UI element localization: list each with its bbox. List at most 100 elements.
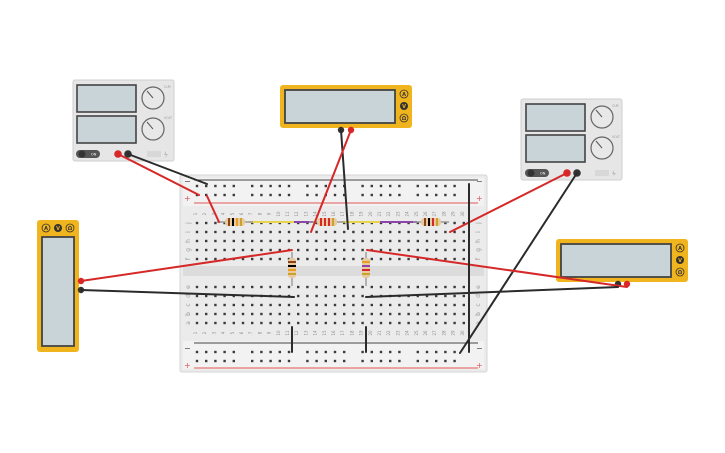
terminal-hole[interactable] (306, 248, 309, 252)
terminal-hole[interactable] (389, 257, 392, 261)
rail-hole[interactable] (205, 184, 208, 188)
rail-hole[interactable] (435, 359, 438, 363)
rail-hole[interactable] (333, 359, 337, 363)
rail-hole[interactable] (416, 184, 419, 188)
terminal-hole[interactable] (269, 248, 272, 252)
terminal-hole[interactable] (287, 312, 291, 316)
rail-hole[interactable] (214, 359, 217, 363)
rail-hole[interactable] (232, 184, 235, 188)
terminal-hole[interactable] (287, 321, 291, 325)
terminal-hole[interactable] (306, 257, 309, 261)
terminal-hole[interactable] (241, 285, 245, 289)
terminal-hole[interactable] (343, 312, 346, 316)
terminal-hole[interactable] (232, 285, 235, 289)
terminal-hole[interactable] (435, 248, 438, 252)
terminal-hole[interactable] (324, 303, 327, 307)
rail-hole[interactable] (389, 193, 392, 197)
rail-hole[interactable] (343, 359, 346, 363)
rail-hole[interactable] (251, 193, 254, 197)
multimeter-left[interactable]: A V Ω (37, 220, 85, 352)
wire-red[interactable] (206, 195, 220, 223)
terminal-hole[interactable] (361, 285, 364, 289)
terminal-hole[interactable] (370, 312, 373, 316)
terminal-hole[interactable] (324, 294, 327, 298)
terminal-hole[interactable] (205, 248, 208, 252)
terminal-hole[interactable] (416, 312, 419, 316)
terminal-hole[interactable] (398, 239, 401, 243)
terminal-hole[interactable] (241, 312, 245, 316)
rail-hole[interactable] (324, 359, 327, 363)
terminal-hole[interactable] (379, 303, 383, 307)
rail-hole[interactable] (444, 193, 447, 197)
rail-hole[interactable] (306, 184, 309, 188)
terminal-hole[interactable] (407, 312, 410, 316)
terminal-hole[interactable] (407, 321, 410, 325)
terminal-hole[interactable] (398, 230, 401, 234)
terminal-hole[interactable] (352, 303, 355, 307)
terminal-hole[interactable] (343, 303, 346, 307)
terminal-hole[interactable] (352, 257, 355, 261)
wire-black[interactable] (340, 129, 349, 230)
amp-mode-button[interactable] (675, 243, 685, 253)
terminal-hole[interactable] (333, 303, 337, 307)
terminal-hole[interactable] (232, 230, 235, 234)
volt-mode-button[interactable] (54, 224, 62, 232)
terminal-hole[interactable] (444, 294, 447, 298)
rail-hole[interactable] (379, 184, 383, 188)
rail-hole[interactable] (361, 359, 364, 363)
terminal-hole[interactable] (251, 239, 254, 243)
terminal-hole[interactable] (389, 248, 392, 252)
rail-hole[interactable] (223, 184, 226, 188)
terminal-hole[interactable] (251, 248, 254, 252)
terminal-hole[interactable] (214, 257, 217, 261)
rail-hole[interactable] (214, 350, 217, 354)
wire-red[interactable] (117, 153, 200, 196)
terminal-hole[interactable] (352, 312, 355, 316)
terminal-hole[interactable] (352, 321, 355, 325)
rail-hole[interactable] (398, 184, 401, 188)
rail-hole[interactable] (361, 350, 364, 354)
power-supply-right[interactable]: CUR VOLT ON (520, 98, 623, 181)
terminal-hole[interactable] (269, 285, 272, 289)
terminal-hole[interactable] (315, 221, 318, 225)
terminal-hole[interactable] (379, 321, 383, 325)
terminal-hole[interactable] (379, 230, 383, 234)
terminal-hole[interactable] (416, 321, 419, 325)
terminal-hole[interactable] (361, 294, 364, 298)
rail-hole[interactable] (435, 193, 438, 197)
terminal-hole[interactable] (324, 239, 327, 243)
rail-hole[interactable] (269, 359, 272, 363)
terminal-hole[interactable] (195, 312, 199, 316)
terminal-hole[interactable] (407, 239, 410, 243)
terminal-hole[interactable] (425, 321, 429, 325)
terminal-hole[interactable] (389, 312, 392, 316)
terminal-hole[interactable] (462, 257, 465, 261)
terminal-hole[interactable] (223, 248, 226, 252)
rail-hole[interactable] (324, 184, 327, 188)
terminal-hole[interactable] (462, 312, 465, 316)
terminal-hole[interactable] (260, 239, 263, 243)
terminal-hole[interactable] (205, 294, 208, 298)
terminal-hole[interactable] (241, 303, 245, 307)
terminal-hole[interactable] (444, 248, 447, 252)
terminal-hole[interactable] (269, 257, 272, 261)
terminal-hole[interactable] (195, 221, 199, 225)
terminal-hole[interactable] (315, 321, 318, 325)
rail-hole[interactable] (306, 350, 309, 354)
terminal-hole[interactable] (315, 248, 318, 252)
terminal-hole[interactable] (379, 285, 383, 289)
terminal-hole[interactable] (324, 321, 327, 325)
terminal-hole[interactable] (444, 303, 447, 307)
rail-hole[interactable] (232, 350, 235, 354)
terminal-hole[interactable] (361, 248, 364, 252)
terminal-hole[interactable] (370, 230, 373, 234)
terminal-hole[interactable] (333, 321, 337, 325)
terminal-hole[interactable] (324, 230, 327, 234)
terminal-hole[interactable] (195, 321, 199, 325)
terminal-hole[interactable] (398, 303, 401, 307)
terminal-hole[interactable] (297, 248, 300, 252)
terminal-hole[interactable] (269, 312, 272, 316)
terminal-hole[interactable] (306, 294, 309, 298)
terminal-hole[interactable] (435, 303, 438, 307)
terminal-hole[interactable] (260, 230, 263, 234)
